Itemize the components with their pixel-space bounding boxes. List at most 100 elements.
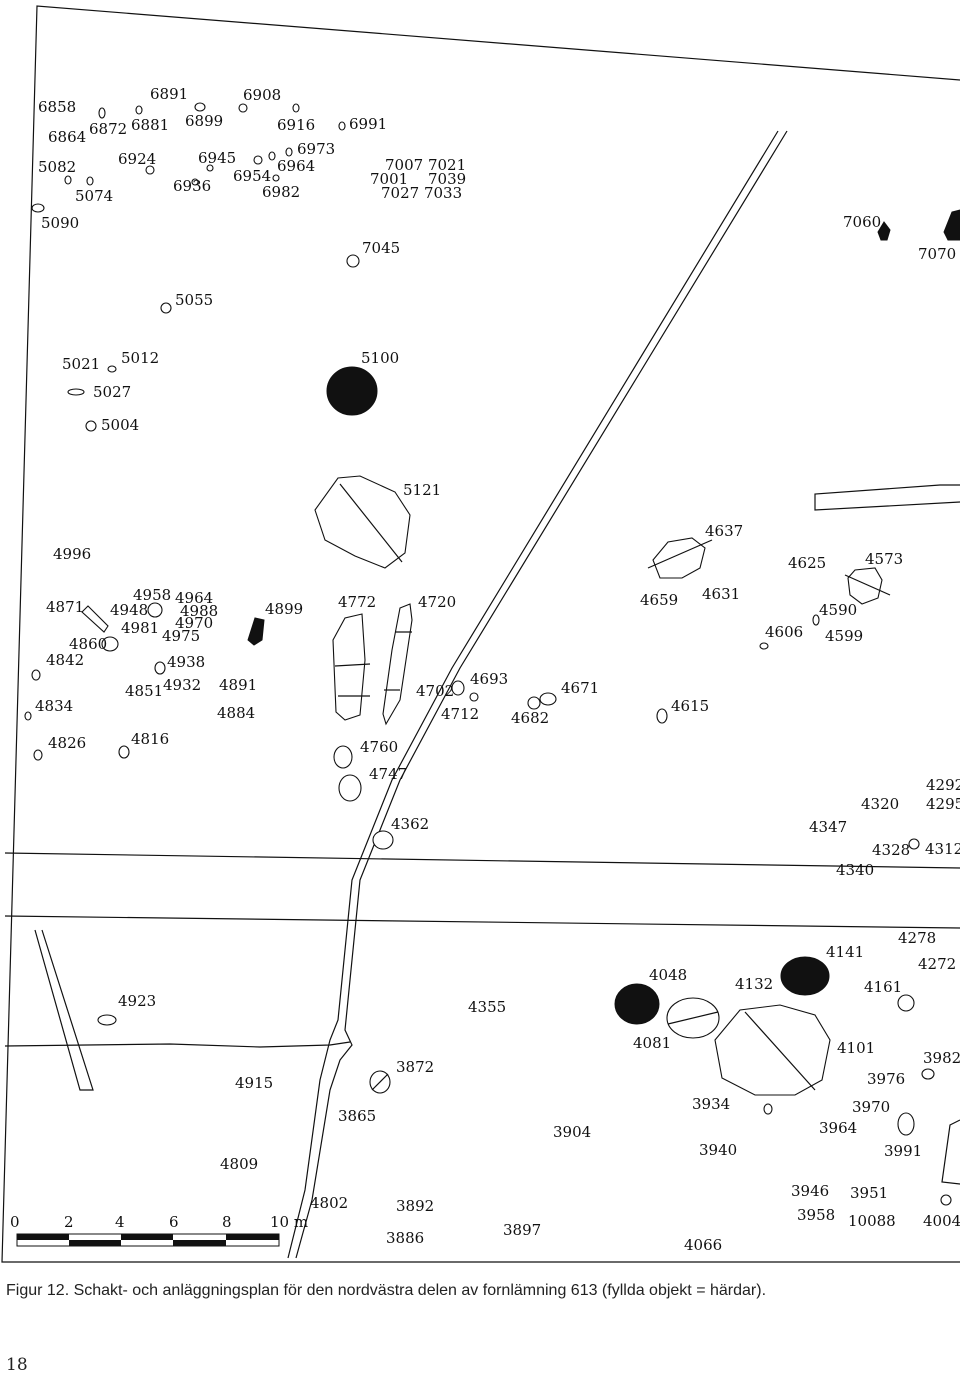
label: 4573 [865, 550, 903, 568]
label: 4720 [418, 593, 456, 611]
label: 3897 [503, 1221, 541, 1239]
label: 6973 [297, 140, 335, 158]
scale-tick-label: 10 m [270, 1213, 308, 1231]
label: 4871 [46, 598, 84, 616]
label: 4772 [338, 593, 376, 611]
label: 4996 [53, 545, 91, 563]
label: 4958 [133, 586, 171, 604]
label: 4988 [180, 602, 218, 620]
label: 3970 [852, 1098, 890, 1116]
label: 4141 [826, 943, 864, 961]
label: 4899 [265, 600, 303, 618]
hearth-4048 [614, 983, 660, 1025]
label: 4702 [416, 682, 454, 700]
scale-bar: 0 2 4 6 8 10 m [10, 1213, 308, 1247]
label: 6881 [131, 116, 169, 134]
label: 4328 [872, 841, 910, 859]
label: 7060 [843, 213, 881, 231]
label: 3904 [553, 1123, 591, 1141]
label: 4355 [468, 998, 506, 1016]
scale-tick-label: 2 [64, 1213, 74, 1231]
label: 4295 [926, 795, 960, 813]
label: 4066 [684, 1236, 722, 1254]
label: 10088 [848, 1212, 896, 1230]
label: 4671 [561, 679, 599, 697]
label: 4599 [825, 627, 863, 645]
label: 4606 [765, 623, 803, 641]
scale-tick-label: 6 [169, 1213, 179, 1231]
label: 4625 [788, 554, 826, 572]
label: 4048 [649, 966, 687, 984]
label: 4938 [167, 653, 205, 671]
label: 3951 [850, 1184, 888, 1202]
label: 4809 [220, 1155, 258, 1173]
label: 4948 [110, 601, 148, 619]
label: 3934 [692, 1095, 730, 1113]
label: 3892 [396, 1197, 434, 1215]
label: 4816 [131, 730, 169, 748]
excavation-boundary [1, 5, 960, 1263]
label: 4802 [310, 1194, 348, 1212]
label: 6964 [277, 157, 315, 175]
diagonal-trench [287, 130, 788, 1259]
label: 4320 [861, 795, 899, 813]
label: 7007 7021 [385, 156, 466, 174]
label: 4590 [819, 601, 857, 619]
label: 5012 [121, 349, 159, 367]
label: 4292 [926, 776, 960, 794]
label: 4693 [470, 670, 508, 688]
label: 4272 [918, 955, 956, 973]
label: 3872 [396, 1058, 434, 1076]
label: 3976 [867, 1070, 905, 1088]
label: 4975 [162, 627, 200, 645]
label: 5021 [62, 355, 100, 373]
label: 7045 [362, 239, 400, 257]
label: 4964 [175, 589, 213, 607]
hearth-7060 [877, 221, 891, 241]
label: 4004 [923, 1212, 960, 1230]
label: 4891 [219, 676, 257, 694]
label: 6899 [185, 112, 223, 130]
excavation-plan-map: 6858 6864 6872 6881 6891 6899 6908 6916 … [1, 5, 960, 1263]
label: 6982 [262, 183, 300, 201]
label: 3940 [699, 1141, 737, 1159]
label: 3991 [884, 1142, 922, 1160]
label: 4615 [671, 697, 709, 715]
label: 3958 [797, 1206, 835, 1224]
label: 4362 [391, 815, 429, 833]
label: 5055 [175, 291, 213, 309]
label: 5074 [75, 187, 113, 205]
label: 6864 [48, 128, 86, 146]
scale-tick-label: 0 [10, 1213, 20, 1231]
label: 3982 [923, 1049, 960, 1067]
label: 7039 [428, 170, 466, 188]
label: 4884 [217, 704, 255, 722]
label: 4970 [175, 614, 213, 632]
label: 4826 [48, 734, 86, 752]
label: 6891 [150, 85, 188, 103]
label: 5082 [38, 158, 76, 176]
large-features [24, 102, 952, 1206]
label: 4760 [360, 738, 398, 756]
label: 6936 [173, 177, 211, 195]
label: 5004 [101, 416, 139, 434]
label: 4081 [633, 1034, 671, 1052]
label: 4747 [369, 765, 407, 783]
label: 4851 [125, 682, 163, 700]
scale-tick-label: 4 [115, 1213, 125, 1231]
label: 6954 [233, 167, 271, 185]
feature-4871 [81, 605, 109, 633]
label: 6924 [118, 150, 156, 168]
feature-labels: 6858 6864 6872 6881 6891 6899 6908 6916 … [35, 85, 960, 1254]
label: 5121 [403, 481, 441, 499]
label: 4312 [925, 840, 960, 858]
label: 6858 [38, 98, 76, 116]
label: 4659 [640, 591, 678, 609]
label: 6908 [243, 86, 281, 104]
label: 4860 [69, 635, 107, 653]
label: 4923 [118, 992, 156, 1010]
label: 4340 [836, 861, 874, 879]
label: 4682 [511, 709, 549, 727]
figure-caption: Figur 12. Schakt- och anläggningsplan fö… [6, 1282, 767, 1299]
scale-tick-label: 8 [222, 1213, 232, 1231]
